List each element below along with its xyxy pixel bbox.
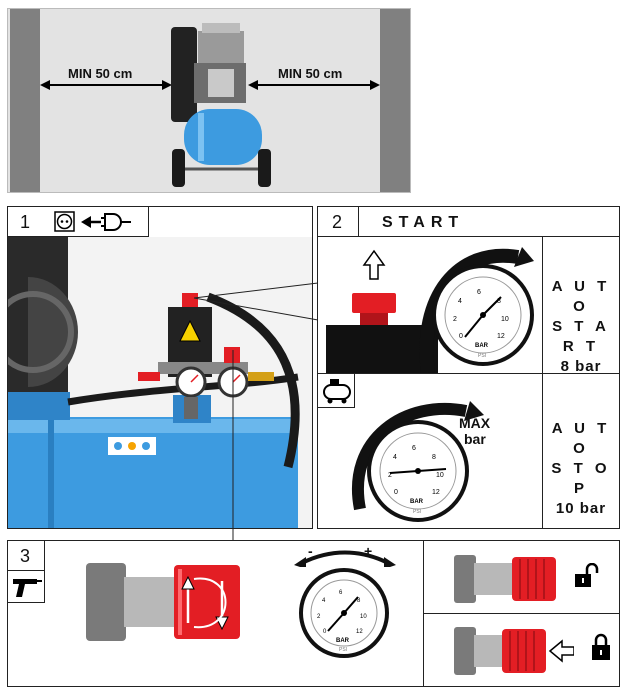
svg-text:6: 6: [477, 289, 481, 296]
svg-text:2: 2: [317, 614, 321, 620]
min-distance-left: MIN 50 cm: [68, 66, 133, 81]
svg-text:10: 10: [436, 472, 444, 479]
pressure-switch-photo: [8, 237, 312, 528]
panel-2-title: START: [382, 214, 465, 231]
svg-text:8: 8: [432, 454, 436, 461]
svg-text:12: 12: [356, 629, 363, 635]
svg-text:0: 0: [459, 333, 463, 340]
knob-locked: [454, 627, 574, 675]
svg-text:BAR: BAR: [336, 638, 350, 644]
min-distance-right: MIN 50 cm: [278, 66, 343, 81]
auto-start-label: A U T O S T A R T 8 bar: [543, 277, 619, 377]
svg-text:6: 6: [339, 590, 343, 596]
svg-text:0: 0: [323, 629, 327, 635]
gauge-stop-unit: BAR: [410, 499, 424, 505]
svg-text:2: 2: [453, 316, 457, 323]
gauge-regulator: 0 2 4 6 8 10 12 BAR PSI: [299, 568, 389, 658]
auto-stop-label: A U T O S T O P 10 bar: [543, 419, 619, 519]
svg-text:12: 12: [432, 489, 440, 496]
compressor-icon: [323, 379, 351, 404]
svg-text:4: 4: [322, 598, 326, 604]
right-wall: [380, 9, 410, 192]
svg-text:4: 4: [458, 298, 462, 305]
gauge-stop: 0 2 4 6 8 10 12 BAR PSI: [367, 420, 469, 522]
plus-sign: +: [364, 543, 373, 559]
panel-3-header: [8, 541, 45, 571]
panel-3-number: 3: [20, 546, 31, 566]
lock-icon: [592, 633, 610, 660]
panel-1-connection: 1: [7, 206, 313, 529]
svg-text:0: 0: [394, 489, 398, 496]
panel-3-regulator: 3 - + 0 2 4 6 8 10 12 BAR PSI: [7, 540, 620, 687]
gauge-start-unit: BAR: [475, 343, 489, 349]
svg-text:2: 2: [388, 472, 392, 479]
panel-2-number: 2: [332, 212, 343, 232]
regulator-knob: [86, 563, 240, 641]
clearance-figure: MIN 50 cm MIN 50 cm: [7, 8, 411, 193]
svg-text:PSI: PSI: [339, 647, 347, 653]
svg-text:8: 8: [357, 598, 361, 604]
svg-text:PSI: PSI: [478, 353, 486, 359]
minus-sign: -: [308, 543, 313, 559]
power-plug-icon: [54, 211, 131, 232]
knob-unlocked: [454, 555, 556, 603]
air-gun-icon: [13, 579, 42, 597]
max-label: MAX: [459, 415, 491, 431]
svg-text:10: 10: [360, 614, 367, 620]
panel-1-number: 1: [20, 212, 31, 232]
compressor-illustration: [171, 23, 271, 187]
panel-2-start: 2 START 0 2 4 6 8 10 12 BAR PSI A U T O S T…: [317, 206, 620, 529]
left-wall: [10, 9, 40, 192]
adjust-arrow: [294, 550, 396, 567]
max-unit: bar: [464, 431, 486, 447]
svg-text:12: 12: [497, 333, 505, 340]
clearance-arrows: [40, 23, 380, 187]
panel-2-header: [318, 207, 619, 237]
svg-text:4: 4: [393, 454, 397, 461]
auto-start-pressure: 8 bar: [560, 358, 602, 375]
gauge-start: 0 2 4 6 8 10 12 BAR PSI: [432, 264, 534, 366]
stop-illustration: [352, 401, 484, 511]
svg-text:6: 6: [412, 445, 416, 452]
auto-stop-pressure: 10 bar: [555, 500, 607, 517]
svg-text:PSI: PSI: [413, 509, 421, 515]
svg-text:10: 10: [501, 316, 509, 323]
unlock-icon: [575, 563, 599, 587]
svg-text:8: 8: [497, 298, 501, 305]
